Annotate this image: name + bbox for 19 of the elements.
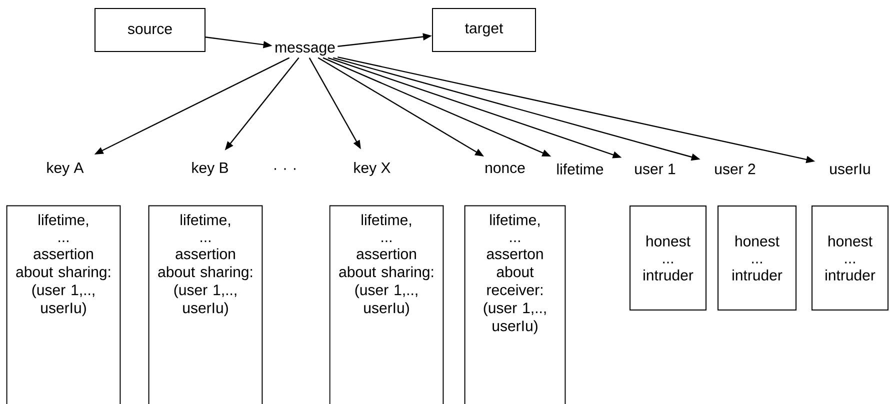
process-box: honest ... intruder [718, 206, 796, 310]
node-label: user 2 [715, 164, 756, 174]
ellipsis: . . . [274, 168, 296, 170]
node-label: userIu [830, 164, 870, 174]
open-box: lifetime, ... assertion about sharing: (user 1,.., userIu) [148, 205, 263, 404]
process-box: target [432, 8, 536, 52]
node-label: nonce [486, 164, 525, 174]
node-label: lifetime [557, 164, 604, 174]
open-box: lifetime, ... assertion about sharing: (user 1,.., userIu) [6, 205, 121, 404]
node-label: key X [354, 162, 390, 176]
node-label: message [276, 44, 335, 56]
process-box: source [94, 8, 206, 52]
node-label: key A [47, 162, 84, 176]
process-box: honest ... intruder [812, 206, 889, 310]
open-box: lifetime, ... assertion about sharing: (user 1,.., userIu) [329, 205, 444, 404]
node-label: user 1 [635, 164, 676, 174]
process-box: honest ... intruder [630, 206, 706, 310]
node-label: key B [192, 162, 228, 176]
open-box: lifetime, ... asserton about receiver: (user 1,.., userIu) [464, 205, 566, 404]
